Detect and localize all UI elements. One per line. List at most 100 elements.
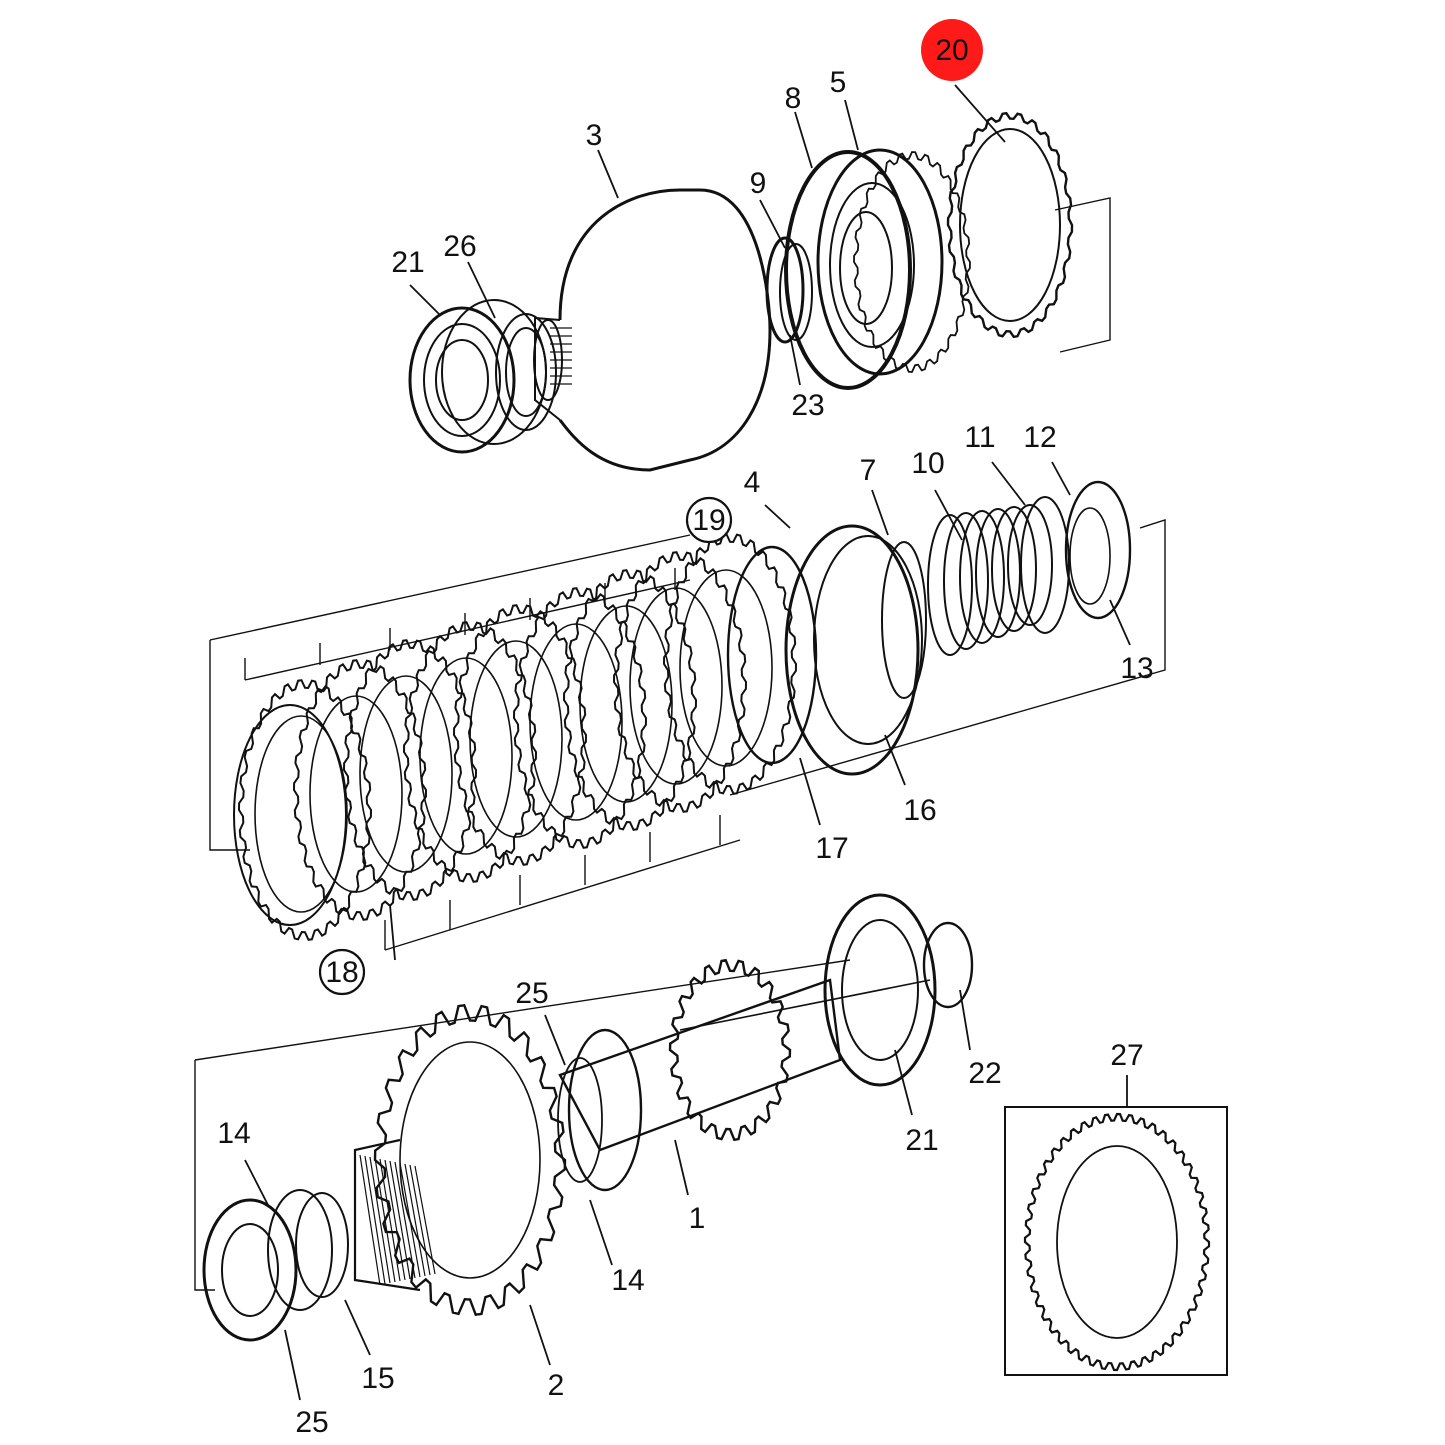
shaft-1-axis [679,979,931,1031]
callout-20: 20 [935,34,968,67]
bearing-21-bore [435,339,489,421]
plate-20-outer [946,111,1074,339]
piston-4-ring [784,524,920,776]
gear-2-spline [359,1154,381,1286]
callout-17: 17 [815,832,848,865]
washer-26 [495,313,557,431]
clutch-disc-outer [512,587,648,849]
callout-11: 11 [964,421,995,454]
leader-line [389,904,396,961]
needle-bearing-25a [567,1028,643,1192]
callout-21: 21 [391,246,424,279]
leader-line [674,1139,689,1196]
bearing-21b-inner [841,919,919,1061]
plate-27-outer [1023,1112,1211,1372]
gear-2-spline [389,1160,411,1280]
gear-2-spline [409,1164,431,1276]
callout-9: 9 [750,167,767,200]
callout-19: 19 [692,504,725,537]
leader-line [344,1299,371,1356]
clutch-disc-outer [237,679,373,941]
leader-line [894,1049,913,1116]
bearing-21-race [423,323,501,437]
callout-12: 12 [1023,421,1056,454]
spring-10-coil [991,506,1037,632]
plate-27-inner [1056,1145,1178,1339]
callout-13: 13 [1120,652,1153,685]
callout-1: 1 [689,1202,706,1235]
piston-4-inner [813,535,923,745]
retainer-12-bore [1069,507,1111,605]
clutch-disc-outer [612,551,748,813]
leader-line [244,1159,269,1206]
leader-line [884,734,906,786]
spring-10-coil [927,514,973,656]
bearing-21-outer [408,306,516,454]
clutch-disc-inner [254,715,348,913]
callout-27: 27 [1110,1039,1143,1072]
gear-2-spline [379,1158,401,1282]
clutch-disc-outer [562,569,698,831]
gear-2-spline [364,1155,386,1285]
callout-8: 8 [785,82,802,115]
callout-circle [318,948,366,996]
leader-line [954,84,1006,143]
snap-ring-17 [726,545,818,765]
piston-5-inner [829,182,915,348]
callout-4: 4 [744,466,761,499]
callout-21: 21 [905,1124,938,1157]
retainer-11 [1020,496,1070,634]
leader-line [759,199,786,249]
clutch-disc-inner [309,695,403,893]
piston-5-bore [839,211,893,325]
seal-ring-8 [784,150,912,390]
callout-3: 3 [586,119,603,152]
leader-line [789,334,801,386]
leader-line [467,261,496,319]
washer-14a [267,1189,333,1311]
callout-highlight-badge [921,19,983,81]
leader-line [991,461,1026,506]
leader-line [934,489,963,541]
callout-10: 10 [911,447,944,480]
callout-18: 18 [325,956,358,989]
bearing-21b-outer [823,893,937,1087]
drum-3-body [558,188,772,472]
spring-10-coil [943,512,989,650]
bracket-18-line [384,839,741,951]
ring-9 [765,236,805,344]
bracket-19-lower [244,579,691,681]
leader-line [764,504,791,529]
gear-2-spline [414,1165,436,1275]
callout-26: 26 [443,230,476,263]
needle-bearing-25b-bore [221,1223,279,1317]
callout-circle [685,496,733,544]
leader-line [1051,461,1071,496]
gear-2-spline [399,1162,421,1278]
thrust-washer-14b [557,1057,603,1183]
clutch-disc-outer [452,604,588,866]
callout-16: 16 [903,794,936,827]
gear-2-spline [374,1157,396,1283]
spring-10-coil [975,508,1021,638]
leader-line [529,1304,551,1366]
ring-22 [922,921,974,1009]
gear-2-spline [384,1159,406,1281]
clutch-disc-inner [529,623,623,821]
callout-5: 5 [830,66,847,99]
bracket-bottom-left [194,1060,215,1291]
gear-2-hub [353,1138,421,1292]
shaft-1 [558,978,842,1152]
piston-5-front [816,148,944,376]
bracket-bottom-top [194,959,851,1061]
bracket-13 [729,519,1166,796]
callout-14: 14 [611,1264,644,1297]
plate-20-inner [959,128,1061,322]
callout-14: 14 [217,1117,250,1150]
leader-line [799,757,821,826]
callout-22: 22 [968,1057,1001,1090]
clutch-disc-inner [679,569,773,767]
callout-7: 7 [860,454,877,487]
